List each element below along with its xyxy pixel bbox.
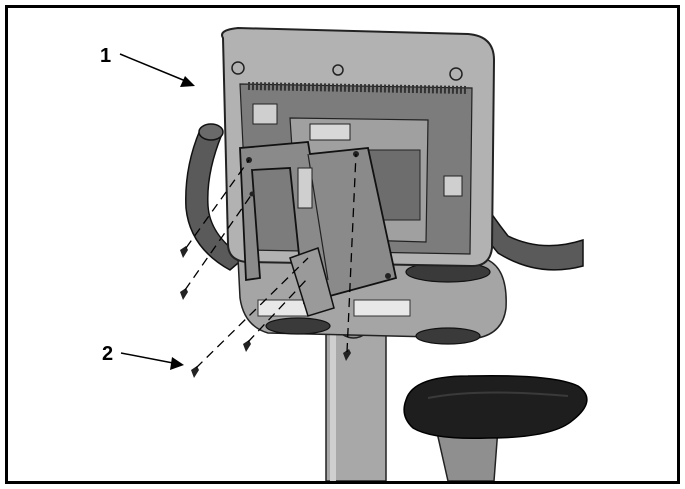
console-base-housing (237, 257, 507, 345)
screw-5 (343, 349, 351, 361)
left-handlebar (185, 123, 246, 271)
screw-2 (180, 288, 188, 300)
bike-seat (403, 374, 588, 481)
alignment-lines (184, 153, 357, 369)
screws (180, 246, 351, 378)
callout-2-arrow (120, 352, 184, 370)
screw-4 (191, 366, 199, 378)
mounting-bracket (239, 141, 398, 317)
screw-1 (180, 246, 188, 258)
screw-3 (243, 340, 251, 352)
callout-label-1: 1 (100, 45, 112, 67)
diagram-frame: 1 2 (5, 5, 680, 484)
callout-1-arrow (119, 53, 195, 87)
leader-arrows (119, 53, 195, 370)
callout-label-2: 2 (102, 343, 114, 365)
exploded-view-illustration (119, 26, 588, 481)
